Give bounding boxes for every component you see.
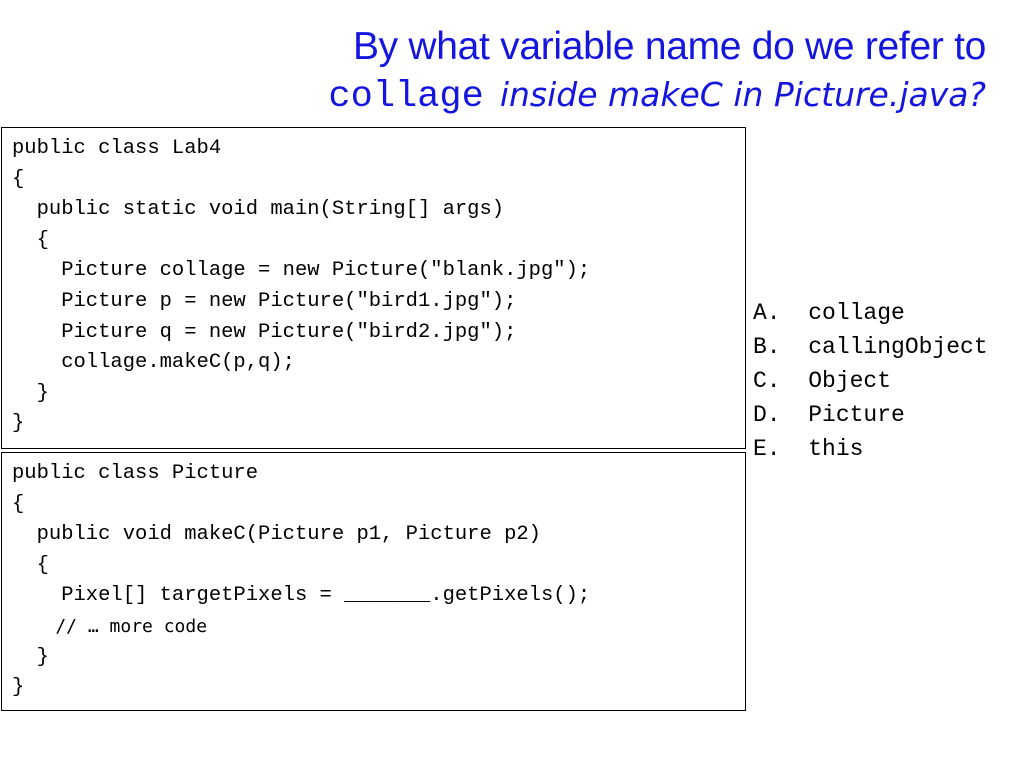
code-line: } (12, 676, 25, 700)
code-comment-line: // … more code (12, 615, 208, 637)
code-line: Pixel[] targetPixels = _______.getPixels… (12, 584, 591, 608)
code-line: } (12, 412, 25, 436)
code-line: public class Picture (12, 462, 259, 485)
code-line: collage.makeC(p,q); (12, 351, 295, 375)
code-block-lab4: public class Lab4 { public static void m… (1, 127, 746, 449)
code-line: { (12, 228, 49, 252)
code-line: Picture collage = new Picture("blank.jpg… (12, 259, 591, 283)
code-line: public void makeC(Picture p1, Picture p2… (12, 523, 541, 547)
code-line: { (12, 492, 25, 516)
code-line: public static void main(String[] args) (12, 198, 505, 222)
code-line: { (12, 167, 25, 191)
code-line: Picture p = new Picture("bird1.jpg"); (12, 289, 517, 313)
title-line-1: By what variable name do we refer to (352, 25, 986, 68)
answer-choice-d: D. Picture (753, 402, 905, 428)
code-block-picture: public class Picture { public void makeC… (1, 452, 746, 711)
title-line-2: collage inside makeC in Picture.java? (328, 70, 986, 120)
code-line: public class Lab4 (12, 137, 222, 160)
title-italic-part: inside makeC in Picture.java? (499, 75, 986, 114)
code-line: } (12, 381, 49, 405)
slide-title: By what variable name do we refer to col… (328, 24, 986, 120)
answer-choice-a: A. collage (753, 300, 905, 326)
code-line: Picture q = new Picture("bird2.jpg"); (12, 320, 517, 344)
answer-choices: A. collage B. callingObject C. Object D.… (753, 296, 1024, 466)
code-line: { (12, 553, 49, 577)
answer-choice-e: E. this (753, 436, 864, 462)
answer-choice-b: B. callingObject (753, 334, 988, 360)
title-code-word: collage (328, 76, 484, 118)
answer-choice-c: C. Object (753, 368, 892, 394)
code-line: } (12, 645, 49, 669)
